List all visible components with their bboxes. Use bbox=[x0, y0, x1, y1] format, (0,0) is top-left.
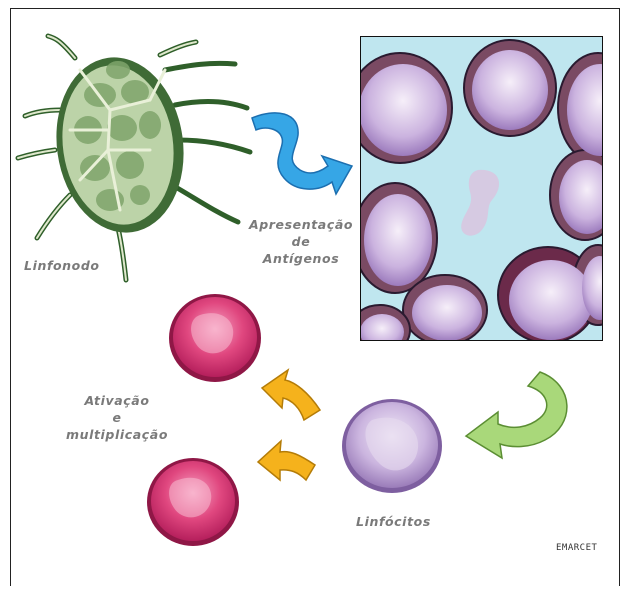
activation-line-1: Ativação bbox=[62, 392, 172, 409]
lymphocytes-label: Linfócitos bbox=[356, 513, 456, 530]
antigen-presentation-line-3: Antígenos bbox=[246, 250, 356, 267]
antigen-presentation-label: Apresentação de Antígenos bbox=[246, 216, 356, 267]
antigen-presentation-micrograph bbox=[348, 37, 631, 355]
activated-lymphocyte-cell bbox=[169, 294, 261, 382]
antigen-presentation-line-1: Apresentação bbox=[246, 216, 356, 233]
antigen-presentation-line-2: de bbox=[246, 233, 356, 250]
lymph-node-label-text: Linfonodo bbox=[24, 257, 144, 274]
lymph-node-label: Linfonodo bbox=[24, 257, 144, 274]
lymphocyte-cell bbox=[342, 399, 442, 493]
lymph-node-illustration bbox=[18, 36, 250, 280]
activation-line-2: e bbox=[62, 409, 172, 426]
artist-signature: EMARCET bbox=[556, 543, 597, 553]
green-arrow-icon bbox=[466, 372, 567, 458]
activation-line-3: multiplicação bbox=[62, 426, 172, 443]
blue-arrow-icon bbox=[252, 113, 352, 194]
activation-label: Ativação e multiplicação bbox=[62, 392, 172, 443]
lymphocytes-label-text: Linfócitos bbox=[356, 513, 456, 530]
activated-lymphocyte-cell bbox=[147, 458, 239, 546]
orange-arrow-icon bbox=[258, 370, 320, 480]
